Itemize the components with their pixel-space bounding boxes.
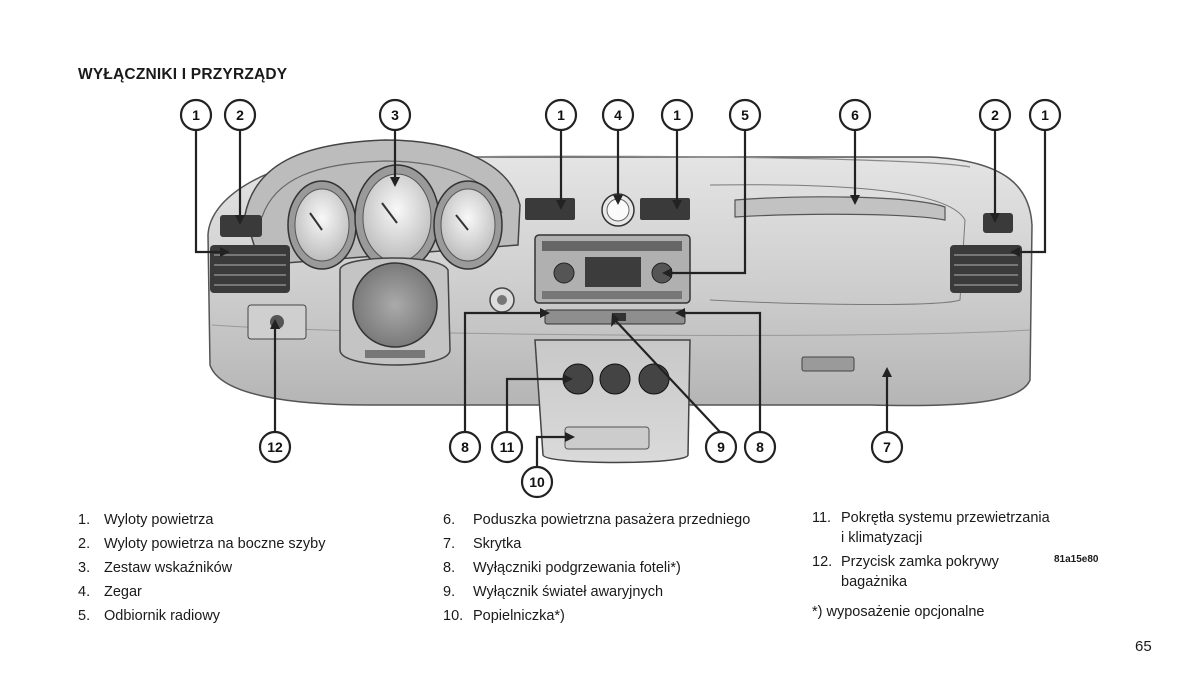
- callout-1-left-vent: 1: [179, 98, 213, 132]
- callout-3-cluster: 3: [378, 98, 412, 132]
- legend-text: Poduszka powietrzna pasażera przedniego: [473, 512, 751, 528]
- callout-1-center-left-vent: 1: [544, 98, 578, 132]
- legend-text: Wyłącznik świateł awaryjnych: [473, 584, 664, 600]
- legend-number: 9.: [443, 584, 456, 600]
- legend-item: 8. Wyłączniki podgrzewania foteli*): [443, 556, 750, 580]
- svg-text:1: 1: [192, 107, 200, 123]
- svg-text:2: 2: [236, 107, 244, 123]
- svg-text:8: 8: [756, 439, 764, 455]
- legend-number: 3.: [78, 560, 91, 576]
- legend-number: 2.: [78, 536, 91, 552]
- legend-number: 5.: [78, 608, 91, 624]
- legend-text: Wyłączniki podgrzewania foteli*): [473, 560, 681, 576]
- callout-2-right-side-vent: 2: [978, 98, 1012, 132]
- legend-text: Odbiornik radiowy: [104, 608, 221, 624]
- svg-text:11: 11: [500, 439, 515, 455]
- right-air-vents: [950, 213, 1022, 293]
- svg-text:5: 5: [741, 107, 749, 123]
- legend-number: 6.: [443, 512, 456, 528]
- page-title: WYŁĄCZNIKI I PRZYRZĄDY: [78, 66, 288, 83]
- optional-equipment-note: *) wyposażenie opcjonalne: [812, 604, 985, 620]
- svg-text:4: 4: [614, 107, 622, 123]
- legend-number: 7.: [443, 536, 456, 552]
- svg-text:1: 1: [557, 107, 565, 123]
- callout-12-trunk-switch: 12: [258, 430, 292, 464]
- legend-item: 6. Poduszka powietrzna pasażera przednieg…: [443, 508, 750, 532]
- svg-text:10: 10: [529, 474, 545, 490]
- legend-number: 8.: [443, 560, 456, 576]
- instrument-cluster: [287, 164, 503, 272]
- legend-item: 10. Popielniczka*): [443, 604, 750, 628]
- svg-text:7: 7: [883, 439, 891, 455]
- legend-text: Popielniczka*): [473, 608, 565, 624]
- center-stack: [525, 193, 691, 464]
- legend-item: 9. Wyłącznik świateł awaryjnych: [443, 580, 750, 604]
- legend-item: 3. Zestaw wskaźników: [78, 556, 326, 580]
- dashboard-illustration: 1 2 3 1 4 1 5 6 2 1 12 8 11 10 9 8 7: [179, 98, 1062, 499]
- callout-8-right-seat-heat: 8: [743, 430, 777, 464]
- figure-code: 81a15e80: [1054, 554, 1099, 565]
- legend-number: 1.: [78, 512, 91, 528]
- callout-7-glovebox: 7: [870, 430, 904, 464]
- legend-number: 10.: [443, 608, 464, 624]
- left-air-vents: [210, 215, 290, 293]
- callout-1-center-right-vent: 1: [660, 98, 694, 132]
- callout-1-right-vent: 1: [1028, 98, 1062, 132]
- legend-text: Zegar: [104, 584, 142, 600]
- legend-text: Skrytka: [473, 536, 522, 552]
- svg-text:12: 12: [267, 439, 283, 455]
- legend-item: 5. Odbiornik radiowy: [78, 604, 326, 628]
- legend-item: 7. Skrytka: [443, 532, 750, 556]
- callout-11-climate-knobs: 11: [490, 430, 524, 464]
- legend-column-2: 6. Poduszka powietrzna pasażera przednieg…: [443, 508, 750, 628]
- svg-text:9: 9: [717, 439, 725, 455]
- svg-text:3: 3: [391, 107, 399, 123]
- legend-text: Zestaw wskaźników: [104, 560, 233, 576]
- svg-text:6: 6: [851, 107, 859, 123]
- legend-text: Wyloty powietrza na boczne szyby: [104, 536, 326, 552]
- callout-9-hazard: 9: [704, 430, 738, 464]
- svg-text:2: 2: [991, 107, 999, 123]
- callout-10-ashtray: 10: [520, 465, 554, 499]
- legend-number: 4.: [78, 584, 91, 600]
- page-number: 65: [1135, 638, 1152, 655]
- legend-item: 1. Wyloty powietrza: [78, 508, 326, 532]
- callout-6-airbag: 6: [838, 98, 872, 132]
- legend-column-1: 1. Wyloty powietrza 2. Wyloty powietrza na…: [78, 508, 326, 628]
- legend-item: 4. Zegar: [78, 580, 326, 604]
- callout-2-left-side-vent: 2: [223, 98, 257, 132]
- svg-text:1: 1: [673, 107, 681, 123]
- legend-number: 11.: [812, 510, 832, 526]
- legend-number: 12.: [812, 554, 833, 570]
- svg-text:8: 8: [461, 439, 469, 455]
- callout-8-left-seat-heat: 8: [448, 430, 482, 464]
- svg-text:1: 1: [1041, 107, 1049, 123]
- callout-4-clock: 4: [601, 98, 635, 132]
- legend-item: 2. Wyloty powietrza na boczne szyby: [78, 532, 326, 556]
- callout-5-radio: 5: [728, 98, 762, 132]
- legend-text: Wyloty powietrza: [104, 512, 214, 528]
